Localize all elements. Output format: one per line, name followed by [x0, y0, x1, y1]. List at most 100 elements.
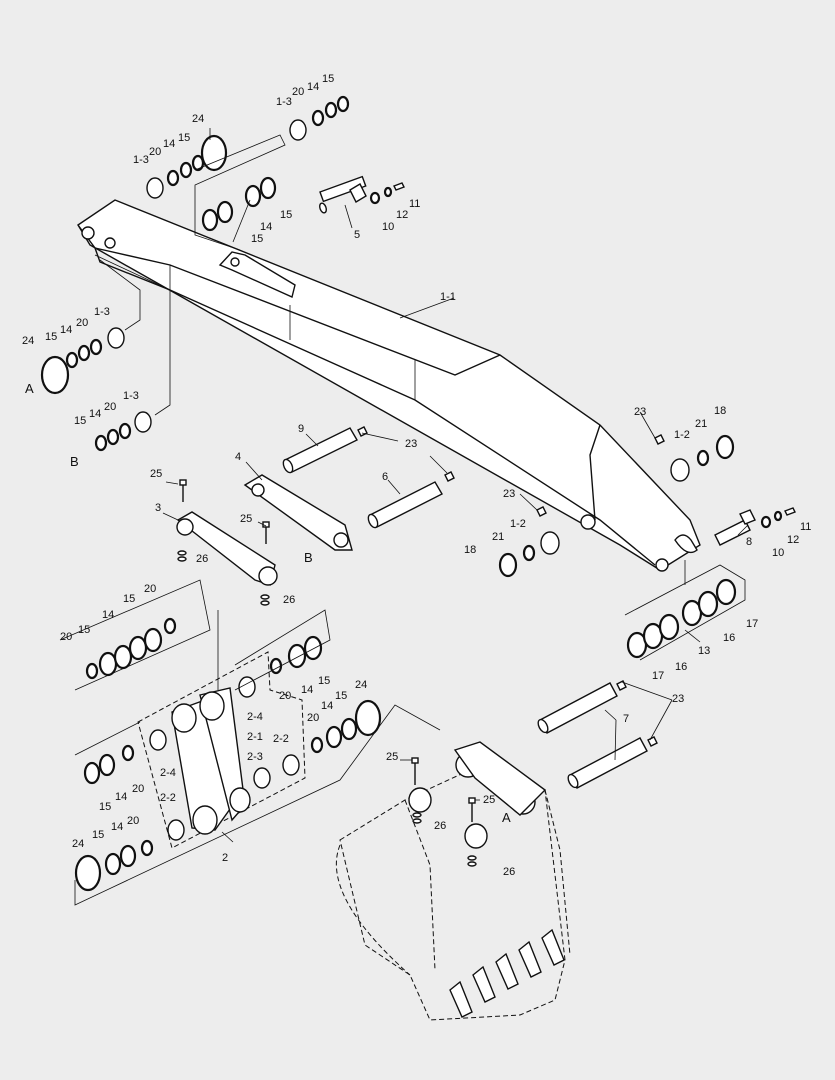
top-left-bushing-stack — [146, 134, 228, 199]
label-20-a: 20 — [292, 86, 304, 98]
label-16-b: 16 — [675, 661, 687, 673]
label-3: 3 — [155, 502, 161, 514]
label-24-a: 24 — [192, 113, 204, 125]
bolt-group-left — [177, 479, 270, 606]
label-26-a: 26 — [196, 553, 208, 565]
labels: 1-1 1-3 20 14 15 24 1-3 20 14 15 14 15 1… — [22, 73, 811, 878]
label-2-4-a: 2-4 — [247, 711, 263, 723]
pin-9 — [282, 427, 358, 474]
label-2-3: 2-3 — [247, 751, 263, 763]
label-2: 2 — [222, 852, 228, 864]
label-1-2-a: 1-2 — [674, 429, 690, 441]
label-11-b: 11 — [800, 521, 811, 533]
label-2-2-b: 2-2 — [160, 792, 176, 804]
label-14-f: 14 — [89, 408, 101, 420]
stack-a — [40, 327, 125, 395]
label-6: 6 — [382, 471, 388, 483]
label-21-b: 21 — [492, 531, 504, 543]
label-1-3-b: 1-3 — [133, 154, 149, 166]
label-1-2-b: 1-2 — [510, 518, 526, 530]
label-8: 8 — [746, 536, 752, 548]
stack-b — [94, 411, 152, 452]
label-25-b: 25 — [240, 513, 252, 525]
label-15-a: 15 — [322, 73, 334, 85]
label-14-j: 14 — [321, 700, 333, 712]
top-middle-ring-stack — [201, 176, 277, 232]
pin-5-group — [319, 175, 405, 214]
stack-right-of-link — [269, 635, 382, 754]
label-14-l: 14 — [111, 821, 123, 833]
label-5: 5 — [354, 229, 360, 241]
label-25-d: 25 — [483, 794, 495, 806]
label-15-c: 15 — [280, 209, 292, 221]
label-20-b: 20 — [149, 146, 161, 158]
label-18-a: 18 — [714, 405, 726, 417]
label-20-h: 20 — [60, 631, 72, 643]
label-4: 4 — [235, 451, 241, 463]
label-11-a: 11 — [409, 198, 420, 210]
label-20-f: 20 — [104, 401, 116, 413]
bucket — [335, 741, 571, 1021]
label-1-1: 1-1 — [440, 291, 456, 303]
label-16-a: 16 — [723, 632, 735, 644]
label-2-2-a: 2-2 — [273, 733, 289, 745]
label-14-i: 14 — [301, 684, 313, 696]
label-14-a: 14 — [307, 81, 319, 93]
label-14-b: 14 — [163, 138, 175, 150]
label-ref-a2: A — [502, 810, 511, 825]
leader-lines — [162, 128, 749, 843]
label-20-l: 20 — [127, 815, 139, 827]
label-25-a: 25 — [150, 468, 162, 480]
label-15-d: 15 — [251, 233, 263, 245]
label-20-i: 20 — [279, 690, 291, 702]
label-7: 7 — [623, 713, 629, 725]
label-1-3-a: 1-3 — [276, 96, 292, 108]
label-20-g: 20 — [144, 583, 156, 595]
label-1-3-c: 1-3 — [94, 306, 110, 318]
stack-left-bottom — [74, 839, 154, 892]
pin-8 — [714, 507, 796, 546]
label-15-f: 15 — [74, 415, 86, 427]
label-15-j: 15 — [335, 690, 347, 702]
stack-20-15-14 — [85, 617, 177, 680]
label-14-g: 14 — [102, 609, 114, 621]
label-17-a: 17 — [746, 618, 758, 630]
label-24-c: 24 — [355, 679, 367, 691]
label-10-a: 10 — [382, 221, 394, 233]
label-14-k: 14 — [115, 791, 127, 803]
label-12-a: 12 — [396, 209, 408, 221]
label-9: 9 — [298, 423, 304, 435]
label-18-b: 18 — [464, 544, 476, 556]
label-24-d: 24 — [72, 838, 84, 850]
top-right-bushing-stack — [289, 95, 350, 141]
label-2-1: 2-1 — [247, 731, 263, 743]
label-15-l: 15 — [92, 829, 104, 841]
link-4 — [243, 474, 353, 551]
label-26-c: 26 — [434, 820, 446, 832]
right-upper-bushing — [654, 434, 735, 482]
label-21-a: 21 — [695, 418, 707, 430]
label-ref-b2: B — [304, 550, 313, 565]
label-23-d: 23 — [672, 693, 684, 705]
label-15-i: 15 — [318, 675, 330, 687]
label-20-j: 20 — [307, 712, 319, 724]
label-10-b: 10 — [772, 547, 784, 559]
link-3 — [176, 511, 278, 586]
pin-7-lower — [567, 736, 658, 789]
pin-7-upper — [537, 680, 627, 734]
label-23-a: 23 — [405, 438, 417, 450]
label-15-b: 15 — [178, 132, 190, 144]
right-lower-bushing — [498, 506, 560, 578]
label-15-k: 15 — [99, 801, 111, 813]
label-20-k: 20 — [132, 783, 144, 795]
link-2-assembly — [137, 651, 306, 849]
label-26-d: 26 — [503, 866, 515, 878]
label-23-b: 23 — [634, 406, 646, 418]
label-15-h: 15 — [78, 624, 90, 636]
label-15-g: 15 — [123, 593, 135, 605]
label-14-e: 14 — [60, 324, 72, 336]
label-1-3-d: 1-3 — [123, 390, 139, 402]
label-2-4-b: 2-4 — [160, 767, 176, 779]
label-ref-b: B — [70, 454, 79, 469]
